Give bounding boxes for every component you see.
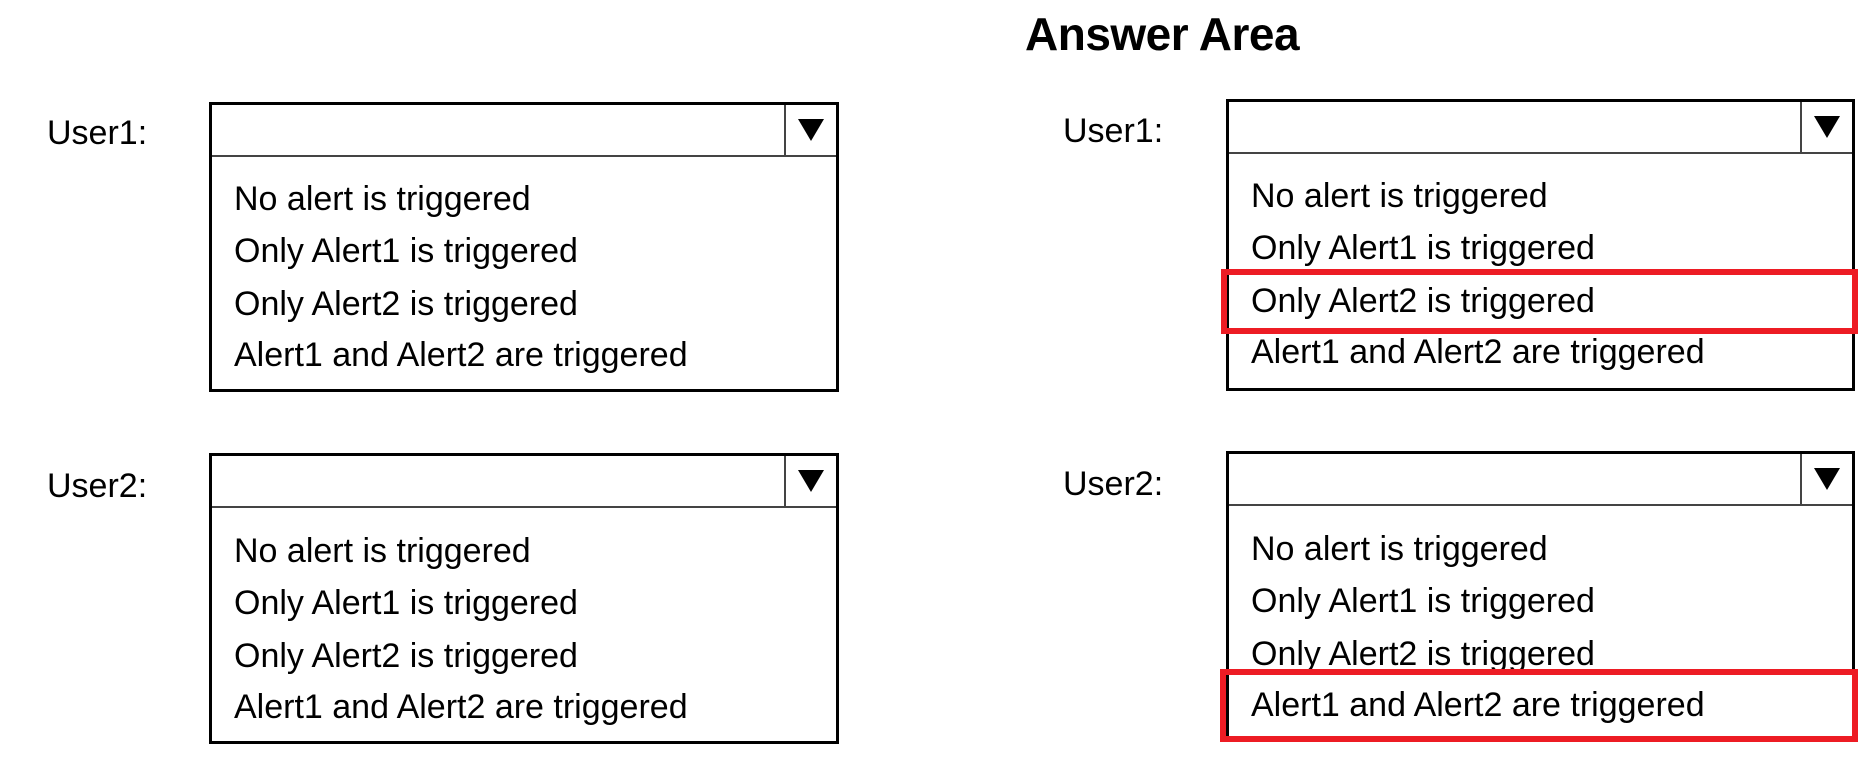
dropdown-option[interactable]: Only Alert2 is triggered [234, 637, 578, 675]
dropdown-option[interactable]: Only Alert1 is triggered [234, 232, 578, 270]
user1-label: User1: [47, 114, 148, 152]
triangle-down-icon [1814, 116, 1840, 138]
dropdown-option[interactable]: Only Alert1 is triggered [1251, 582, 1595, 620]
dropdown-option[interactable]: No alert is triggered [1251, 530, 1548, 568]
user1-dropdown-selected-value[interactable] [212, 105, 836, 157]
dropdown-option-selected[interactable]: Only Alert2 is triggered [1251, 282, 1595, 320]
answer-user2-label: User2: [1063, 465, 1164, 503]
user1-dropdown[interactable]: No alert is triggered Only Alert1 is tri… [209, 102, 839, 392]
dropdown-option-selected[interactable]: Alert1 and Alert2 are triggered [1251, 686, 1705, 724]
answer-user2-dropdown[interactable]: No alert is triggered Only Alert1 is tri… [1226, 451, 1855, 741]
dropdown-toggle-button[interactable] [784, 456, 836, 506]
dropdown-option[interactable]: No alert is triggered [1251, 177, 1548, 215]
user2-dropdown-selected-value[interactable] [212, 456, 836, 508]
dropdown-toggle-button[interactable] [784, 105, 836, 155]
dropdown-option[interactable]: No alert is triggered [234, 532, 531, 570]
triangle-down-icon [798, 470, 824, 492]
answer-user2-dropdown-selected-value[interactable] [1229, 454, 1852, 506]
dropdown-option[interactable]: No alert is triggered [234, 180, 531, 218]
dropdown-toggle-button[interactable] [1800, 454, 1852, 504]
dropdown-option[interactable]: Only Alert1 is triggered [1251, 229, 1595, 267]
triangle-down-icon [1814, 468, 1840, 490]
triangle-down-icon [798, 119, 824, 141]
dropdown-option[interactable]: Only Alert2 is triggered [1251, 635, 1595, 673]
user2-label: User2: [47, 467, 148, 505]
dropdown-option[interactable]: Alert1 and Alert2 are triggered [1251, 333, 1705, 371]
answer-user1-dropdown[interactable]: No alert is triggered Only Alert1 is tri… [1226, 99, 1855, 391]
dropdown-option[interactable]: Alert1 and Alert2 are triggered [234, 336, 688, 374]
answer-user1-label: User1: [1063, 112, 1164, 150]
dropdown-option[interactable]: Only Alert1 is triggered [234, 584, 578, 622]
dropdown-option[interactable]: Alert1 and Alert2 are triggered [234, 688, 688, 726]
answer-user1-dropdown-selected-value[interactable] [1229, 102, 1852, 154]
dropdown-option[interactable]: Only Alert2 is triggered [234, 285, 578, 323]
answer-area-title: Answer Area [1025, 8, 1300, 60]
dropdown-toggle-button[interactable] [1800, 102, 1852, 152]
user2-dropdown[interactable]: No alert is triggered Only Alert1 is tri… [209, 453, 839, 744]
